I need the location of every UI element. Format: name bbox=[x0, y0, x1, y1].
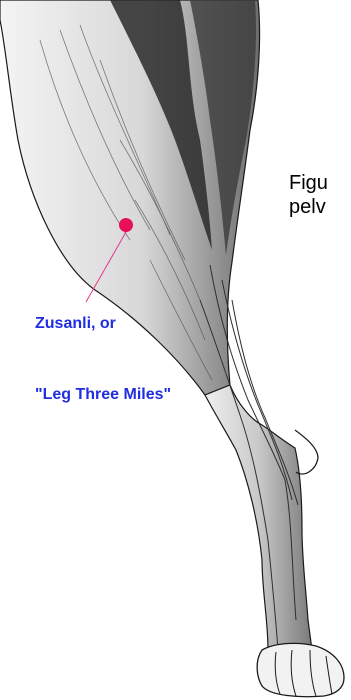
figure-caption-line-1: Figu bbox=[289, 172, 328, 194]
acupoint-label-line-2: "Leg Three Miles" bbox=[35, 386, 171, 404]
acupoint-marker bbox=[119, 218, 133, 232]
figure-caption-line-2: pelv bbox=[289, 196, 326, 218]
acupoint-label-line-1: Zusanli, or bbox=[35, 315, 116, 333]
shank-muscle-group bbox=[205, 385, 312, 650]
